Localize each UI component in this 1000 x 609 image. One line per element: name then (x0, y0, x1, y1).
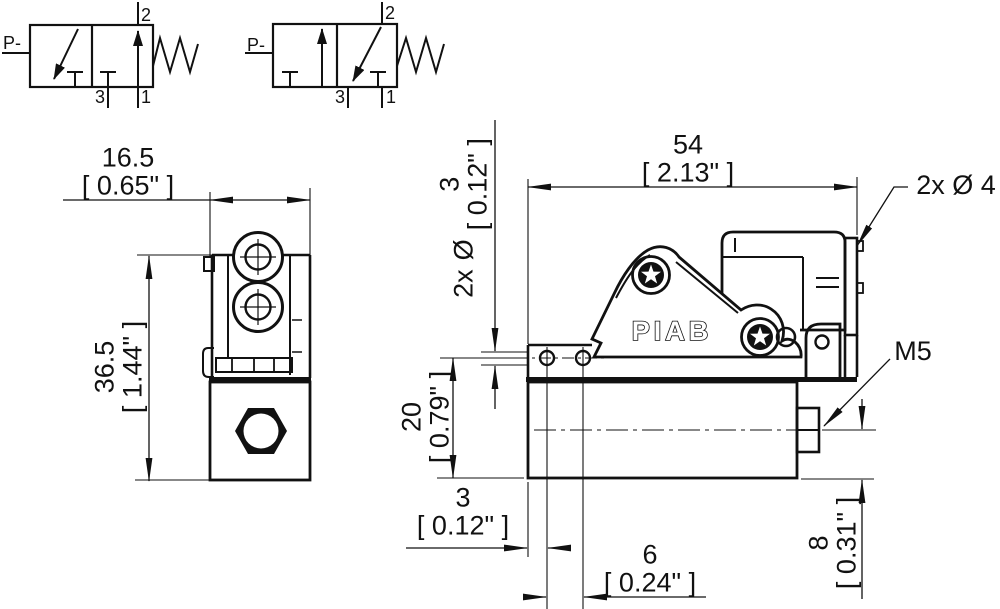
symbol2-spring (396, 34, 445, 76)
symbol1-pressure-label: P- (3, 33, 21, 53)
torx-screw-2 (740, 317, 780, 357)
imperial-value: [ 2.13" ] (641, 157, 735, 187)
metric-value: 54 (672, 129, 704, 160)
dim-hole-spacing: 6 [ 0.24" ] (604, 541, 696, 596)
imperial-value: [ 0.12" ] (462, 138, 492, 231)
imperial-value: [ 0.24" ] (603, 567, 697, 597)
symbol2-pressure-label: P- (247, 35, 265, 55)
front-separator (526, 377, 857, 382)
callout-holes: 2x Ø 4 (916, 172, 996, 200)
symbol1-port1-label: 1 (141, 87, 151, 107)
side-separator (209, 377, 311, 382)
metric-value: 8 (803, 535, 834, 551)
diameter-symbol: Ø (448, 239, 479, 261)
metric-value: 16.5 (101, 142, 155, 173)
push-in-fitting-bottom (232, 281, 284, 333)
torx-screw-1 (631, 255, 671, 295)
side-view (63, 188, 312, 482)
dim-port-offset: 8 [ 0.31" ] (803, 496, 861, 590)
dim-side-height: 36.5 [ 1.44" ] (89, 320, 147, 414)
imperial-value: [ 0.12" ] (416, 510, 510, 540)
symbol2-port3-label: 3 (335, 87, 345, 107)
metric-value: 6 (642, 539, 658, 570)
imperial-value: [ 0.31" ] (831, 496, 861, 590)
dim-hole-offset: 3 [ 0.12" ] (417, 484, 509, 539)
interface-bar (843, 236, 864, 377)
pivot-circle (775, 326, 797, 348)
symbol2-flow-arrow-diagonal (352, 26, 382, 82)
hex-plug (235, 408, 287, 454)
hole-count: 2x (448, 269, 479, 298)
hole-dia-row: 2x Ø 3 [ 0.12" ] (434, 138, 492, 298)
symbol2-port2-label: 2 (385, 3, 395, 23)
metric-value: 20 (396, 401, 427, 433)
side-left-tab (203, 256, 215, 272)
imperial-value: [ 1.44" ] (117, 320, 147, 414)
dim-front-height: 20 [ 0.79" ] (396, 370, 454, 464)
hole-dia-values: 3 [ 0.12" ] (434, 138, 492, 231)
imperial-value: [ 0.65" ] (81, 170, 175, 200)
bracket: PIAB (590, 245, 803, 359)
brand-logo: PIAB (632, 316, 713, 346)
m5-port-boss (795, 406, 821, 454)
symbol2-body (271, 22, 399, 89)
mounting-lug (804, 322, 842, 377)
dim-front-width: 54 [ 2.13" ] (642, 131, 734, 186)
imperial-value: [ 0.79" ] (424, 370, 454, 464)
holes-callout-leader (856, 186, 908, 247)
thread-callout-leader (823, 358, 891, 427)
symbol2-port1-label: 1 (386, 87, 396, 107)
callout-thread-label: M5 (894, 336, 932, 367)
symbol2-blocked-port (282, 71, 386, 87)
symbol1-port3-label: 3 (95, 87, 105, 107)
symbol1-spring (152, 34, 199, 76)
dim-hole-diameter: 2x Ø 3 [ 0.12" ] (434, 138, 492, 298)
metric-value: 36.5 (89, 340, 120, 394)
push-in-fitting-top (232, 231, 284, 283)
dim-side-width: 16.5 [ 0.65" ] (82, 144, 174, 199)
symbol1-flow-arrow-diagonal (53, 28, 79, 80)
symbol1-port2-label: 2 (141, 5, 151, 25)
valve-symbol-2: P- 2 3 1 (245, 2, 445, 108)
metric-value: 3 (455, 482, 471, 513)
side-lower-block (208, 380, 312, 482)
metric-value: 3 (434, 176, 465, 192)
front-view: PIAB (406, 120, 908, 609)
valve-symbol-1: P- 2 3 1 (2, 2, 199, 108)
symbol1-blocked-port (67, 71, 116, 87)
callout-thread: M5 (894, 338, 932, 366)
side-latch (202, 347, 214, 378)
callout-holes-label: 2x Ø 4 (916, 170, 996, 201)
